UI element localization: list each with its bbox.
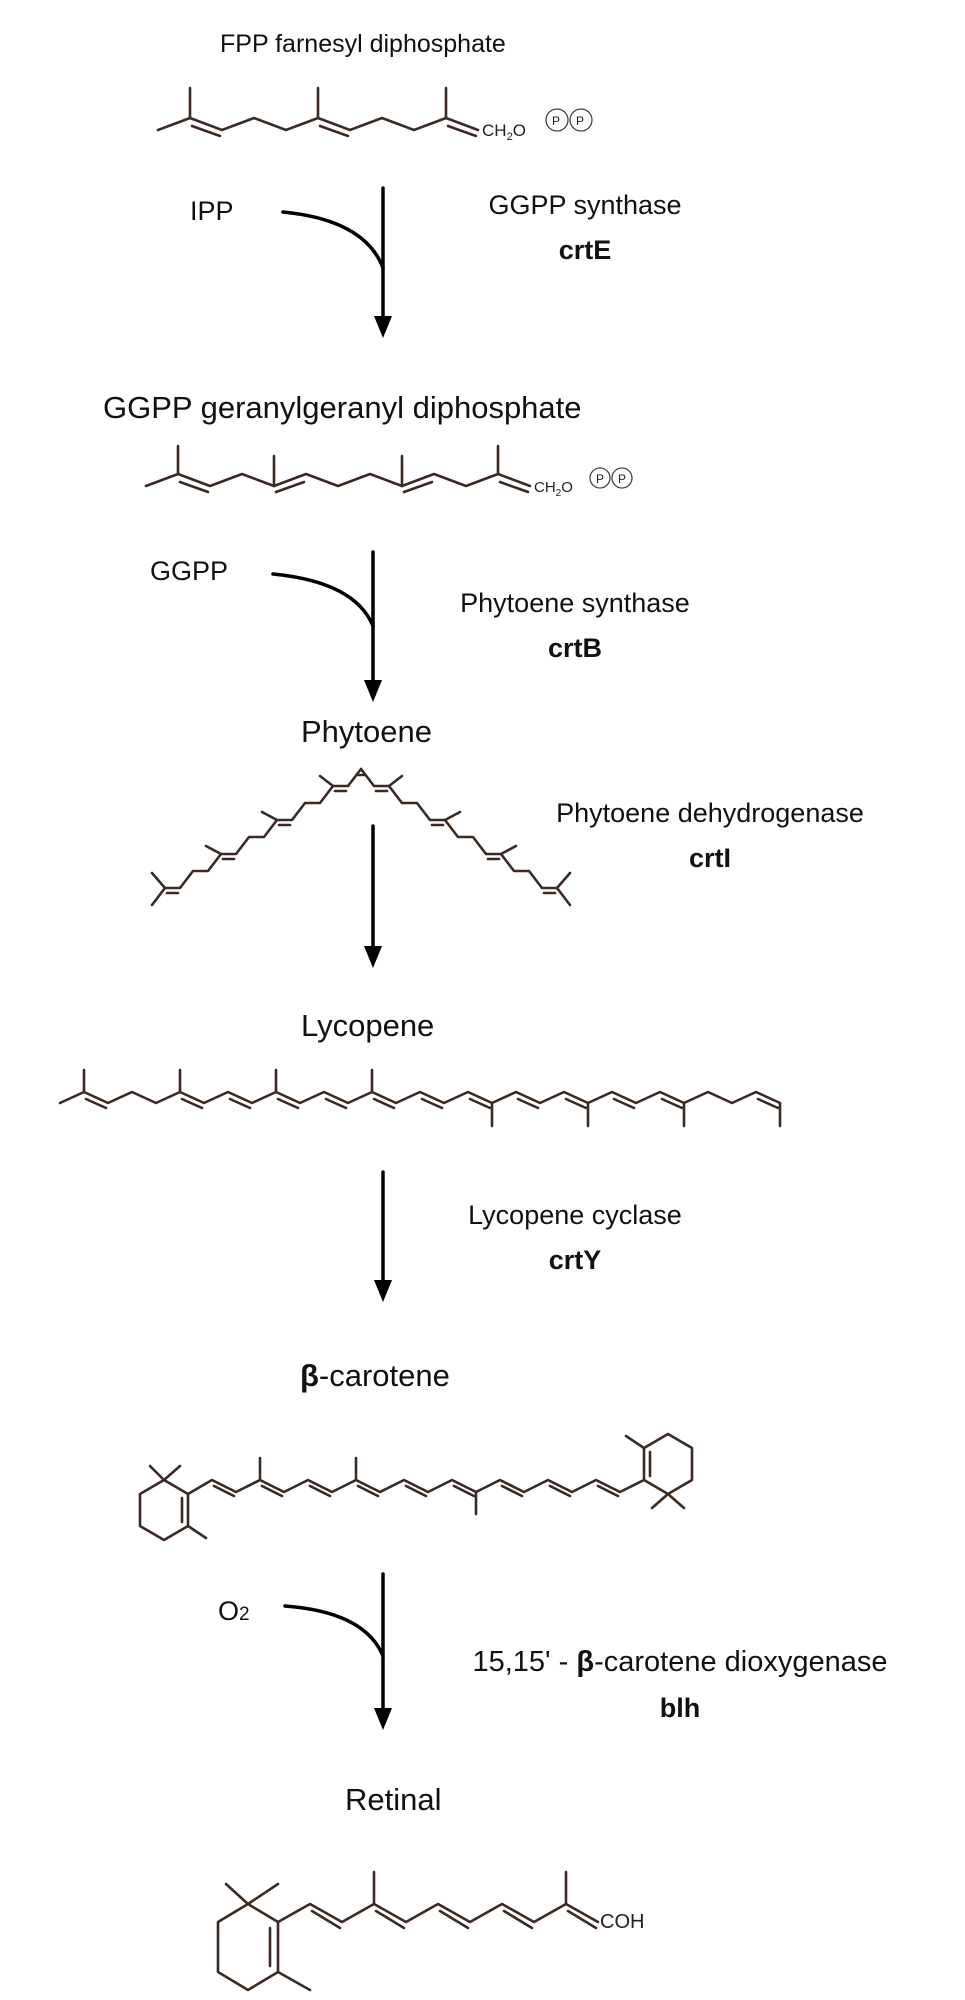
retinal-structure: COH <box>216 1870 644 1992</box>
enzyme-name: Phytoene synthase <box>460 588 690 618</box>
lycopene-structure <box>58 1068 782 1128</box>
lycopene-label: Lycopene <box>301 1008 435 1043</box>
gene-name: crtY <box>548 1245 602 1275</box>
arrow-crtb <box>271 550 382 702</box>
phosphate-letter: P <box>552 114 560 128</box>
enzyme-crty: Lycopene cyclase crtY <box>430 1200 720 1276</box>
gene-name: crtE <box>558 235 612 265</box>
phosphate-icon <box>569 108 593 132</box>
carotene-suffix: -carotene <box>318 1358 450 1393</box>
enzyme-name: Lycopene cyclase <box>468 1200 682 1230</box>
beta-symbol: β <box>300 1358 319 1393</box>
ch2o-group: CH2O <box>482 121 526 143</box>
o2-label: O2 <box>218 1596 250 1627</box>
aldehyde-group: COH <box>600 1911 644 1933</box>
phosphate-icon <box>611 467 633 489</box>
ch2o-group: CH2O <box>534 479 573 499</box>
gene-name: crtI <box>688 843 732 873</box>
phosphate-icon <box>545 108 569 132</box>
enzyme-name-pre: 15,15' - <box>472 1646 577 1678</box>
enzyme-blh: 15,15' - β-carotene dioxygenase blh <box>420 1646 940 1724</box>
arrow-crte <box>281 186 392 338</box>
enzyme-crtb: Phytoene synthase crtB <box>430 588 720 664</box>
enzyme-crte: GGPP synthase crtE <box>450 190 720 266</box>
phytoene-label: Phytoene <box>301 714 432 749</box>
enzyme-name: Phytoene dehydrogenase <box>556 798 864 828</box>
beta-symbol: β <box>576 1646 595 1678</box>
gene-name: crtB <box>547 633 602 663</box>
ggpp-structure: CH2O P P <box>144 444 633 499</box>
fpp-label: FPP farnesyl diphosphate <box>220 30 506 58</box>
retinal-label: Retinal <box>345 1782 442 1817</box>
arrow-crti <box>364 824 382 968</box>
phosphate-letter: P <box>596 472 604 486</box>
enzyme-name-post: -carotene dioxygenase <box>594 1646 888 1678</box>
beta-carotene-structure <box>138 1432 694 1542</box>
o2-main: O <box>218 1596 240 1626</box>
phosphate-icon <box>589 467 611 489</box>
arrow-blh <box>283 1572 392 1730</box>
phosphate-letter: P <box>618 472 626 486</box>
phytoene-structure <box>150 767 572 907</box>
o2-subscript: 2 <box>239 1604 250 1625</box>
ipp-label: IPP <box>190 196 234 226</box>
ggpp-label: GGPP geranylgeranyl diphosphate <box>103 390 582 425</box>
enzyme-name: GGPP synthase <box>488 190 682 220</box>
beta-carotene-label: β-carotene <box>300 1358 450 1394</box>
arrow-crty <box>374 1170 392 1302</box>
enzyme-name: 15,15' - β-carotene dioxygenase <box>420 1646 940 1679</box>
fpp-structure: CH2O P P <box>156 86 593 143</box>
phosphate-letter: P <box>576 114 584 128</box>
ggpp-cosubstrate-label: GGPP <box>150 556 229 586</box>
enzyme-crti: Phytoene dehydrogenase crtI <box>540 798 880 874</box>
gene-name: blh <box>659 1693 701 1723</box>
